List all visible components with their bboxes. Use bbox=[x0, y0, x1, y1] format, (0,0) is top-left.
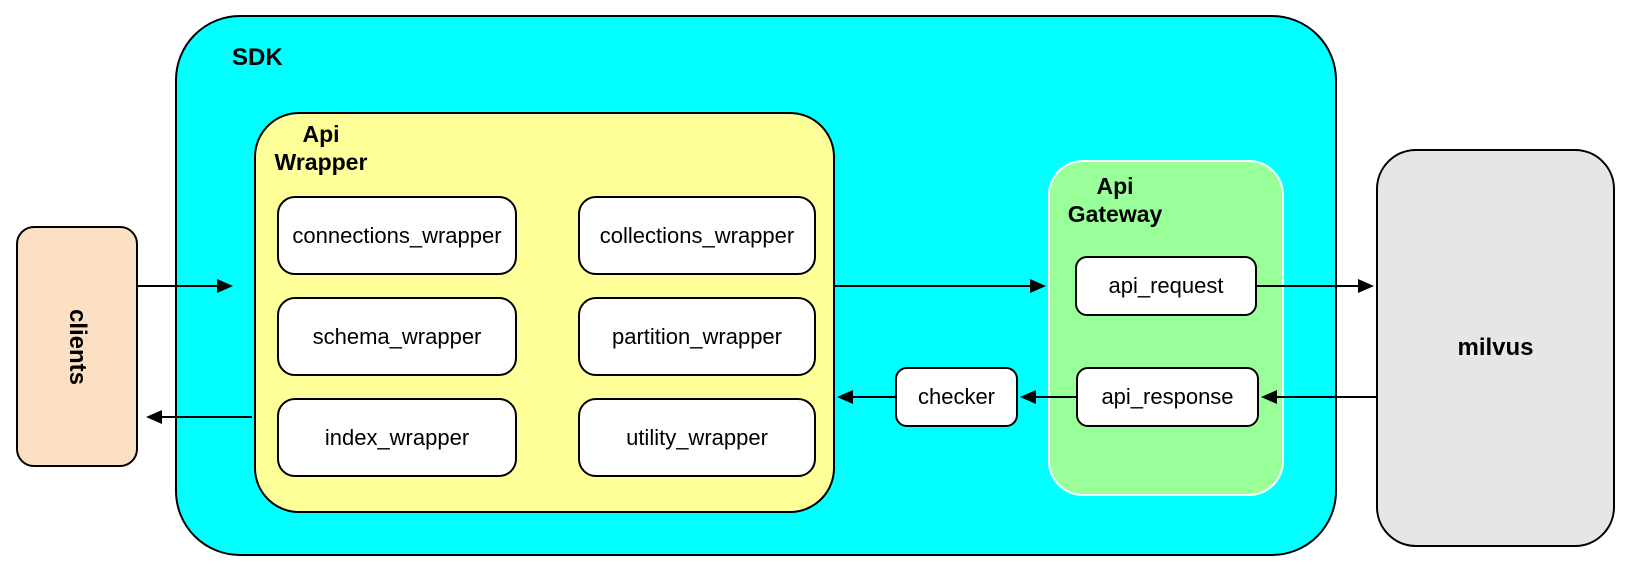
index-wrapper-node: index_wrapper bbox=[277, 398, 517, 477]
api-gateway-label-line1: Api bbox=[1096, 173, 1134, 199]
wrapper-grid: connections_wrapper collections_wrapper … bbox=[277, 196, 816, 477]
clients-node: clients bbox=[16, 226, 138, 467]
arrow-milvus-to-response-head bbox=[1261, 390, 1277, 404]
api-wrapper-label: Api Wrapper bbox=[258, 120, 384, 176]
arrow-request-to-milvus-head bbox=[1358, 279, 1374, 293]
api-gateway-label-line2: Gateway bbox=[1067, 201, 1163, 228]
clients-label: clients bbox=[64, 308, 91, 385]
utility-wrapper-node: utility_wrapper bbox=[578, 398, 816, 477]
arrow-milvus-to-response-shaft bbox=[1277, 396, 1376, 398]
milvus-node: milvus bbox=[1376, 149, 1615, 547]
arrow-checker-to-apiwrapper-shaft bbox=[853, 396, 895, 398]
arrow-response-to-checker-shaft bbox=[1036, 396, 1076, 398]
api-wrapper-label-line1: Api bbox=[302, 121, 340, 147]
api-response-node: api_response bbox=[1076, 367, 1259, 427]
arrow-clients-to-apiwrapper-head bbox=[217, 279, 233, 293]
api-gateway-container bbox=[1048, 160, 1284, 496]
api-wrapper-label-line2: Wrapper bbox=[274, 149, 368, 176]
checker-node: checker bbox=[895, 367, 1018, 427]
arrow-request-to-milvus-shaft bbox=[1257, 285, 1358, 287]
arrow-apiwrapper-to-gateway-shaft bbox=[835, 285, 1030, 287]
arrow-checker-to-apiwrapper-head bbox=[837, 390, 853, 404]
api-gateway-label: Api Gateway bbox=[1050, 172, 1180, 228]
arrow-apiwrapper-to-clients-head bbox=[146, 410, 162, 424]
collections-wrapper-node: collections_wrapper bbox=[578, 196, 816, 275]
sdk-label: SDK bbox=[232, 44, 283, 71]
partition-wrapper-node: partition_wrapper bbox=[578, 297, 816, 376]
schema-wrapper-node: schema_wrapper bbox=[277, 297, 517, 376]
api-request-node: api_request bbox=[1075, 256, 1257, 316]
arrow-apiwrapper-to-gateway-head bbox=[1030, 279, 1046, 293]
arrow-apiwrapper-to-clients-shaft bbox=[162, 416, 252, 418]
arrow-clients-to-apiwrapper-shaft bbox=[138, 285, 218, 287]
arrow-response-to-checker-head bbox=[1020, 390, 1036, 404]
connections-wrapper-node: connections_wrapper bbox=[277, 196, 517, 275]
